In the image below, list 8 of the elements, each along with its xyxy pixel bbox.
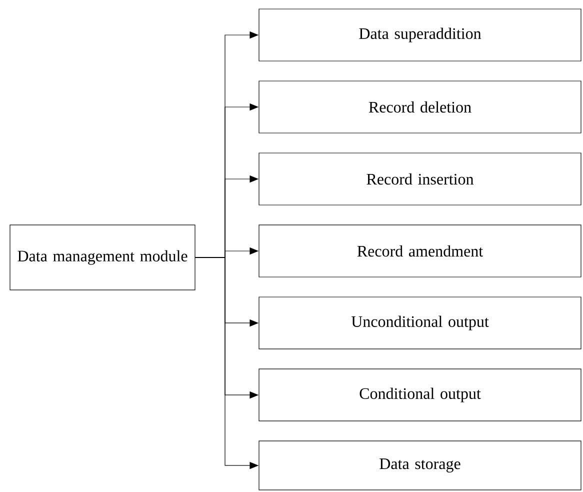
- function-box: Unconditional output: [258, 296, 582, 350]
- function-box: Record deletion: [258, 80, 582, 134]
- module-box: Data management module: [10, 224, 196, 290]
- function-box: Record insertion: [258, 152, 582, 206]
- function-box: Data storage: [258, 440, 582, 490]
- function-box: Conditional output: [258, 368, 582, 422]
- function-box: Data superaddition: [258, 8, 582, 62]
- function-box: Record amendment: [258, 224, 582, 278]
